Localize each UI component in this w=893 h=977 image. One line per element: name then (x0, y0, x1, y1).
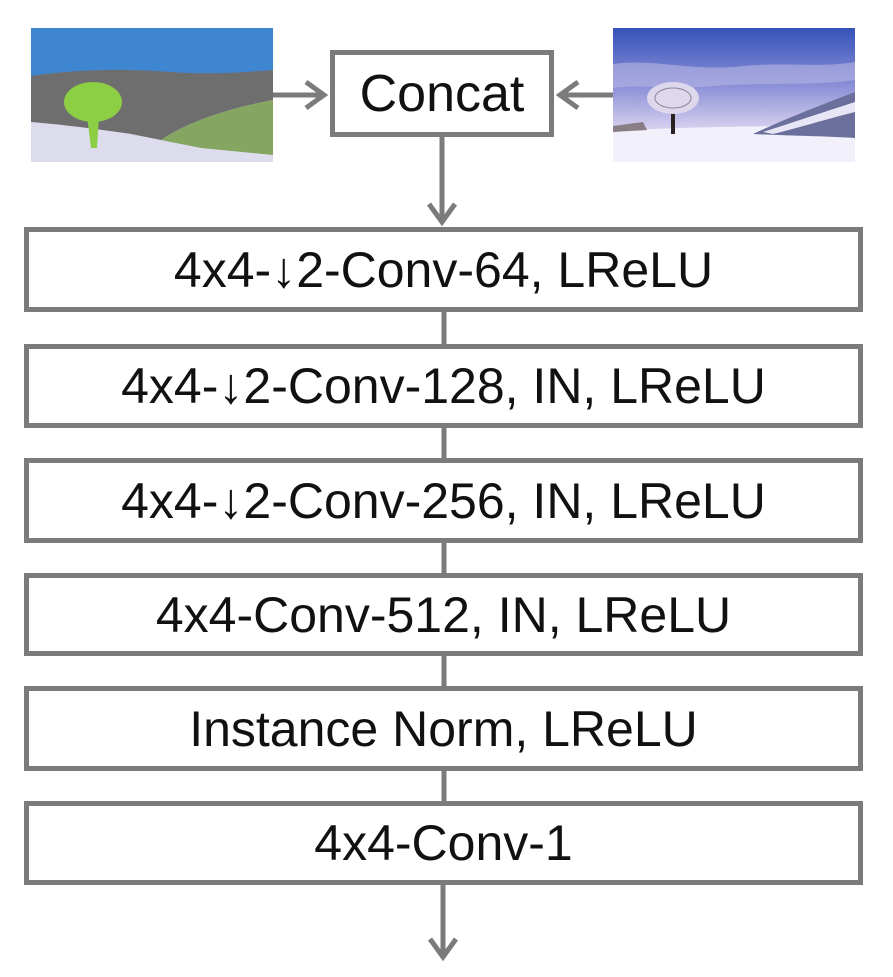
conv-layer-1: 4x4-↓2-Conv-64, LReLU (24, 227, 863, 312)
landscape-photo-icon (613, 28, 855, 162)
output-arrow (427, 885, 459, 962)
output-conv-layer-label: 4x4-Conv-1 (314, 815, 573, 871)
conv-layer-2-label: 4x4-↓2-Conv-128, IN, LReLU (121, 358, 766, 414)
concat-block: Concat (330, 50, 554, 137)
segmentation-map-icon (31, 28, 273, 162)
output-conv-layer: 4x4-Conv-1 (24, 801, 863, 885)
conv-layer-3: 4x4-↓2-Conv-256, IN, LReLU (24, 458, 863, 543)
conv-layer-4: 4x4-Conv-512, IN, LReLU (24, 573, 863, 656)
conv-layer-4-label: 4x4-Conv-512, IN, LReLU (155, 586, 732, 643)
conv-layer-1-label: 4x4-↓2-Conv-64, LReLU (173, 241, 714, 298)
norm-layer: Instance Norm, LReLU (24, 686, 863, 771)
arrow-concat-to-conv (426, 137, 458, 227)
concat-label: Concat (359, 64, 525, 123)
norm-layer-label: Instance Norm, LReLU (189, 700, 698, 757)
arrow-right-to-concat (555, 79, 613, 111)
conv-layer-2: 4x4-↓2-Conv-128, IN, LReLU (24, 344, 863, 428)
conv-layer-3-label: 4x4-↓2-Conv-256, IN, LReLU (121, 472, 766, 529)
arrow-left-to-concat (273, 79, 329, 111)
